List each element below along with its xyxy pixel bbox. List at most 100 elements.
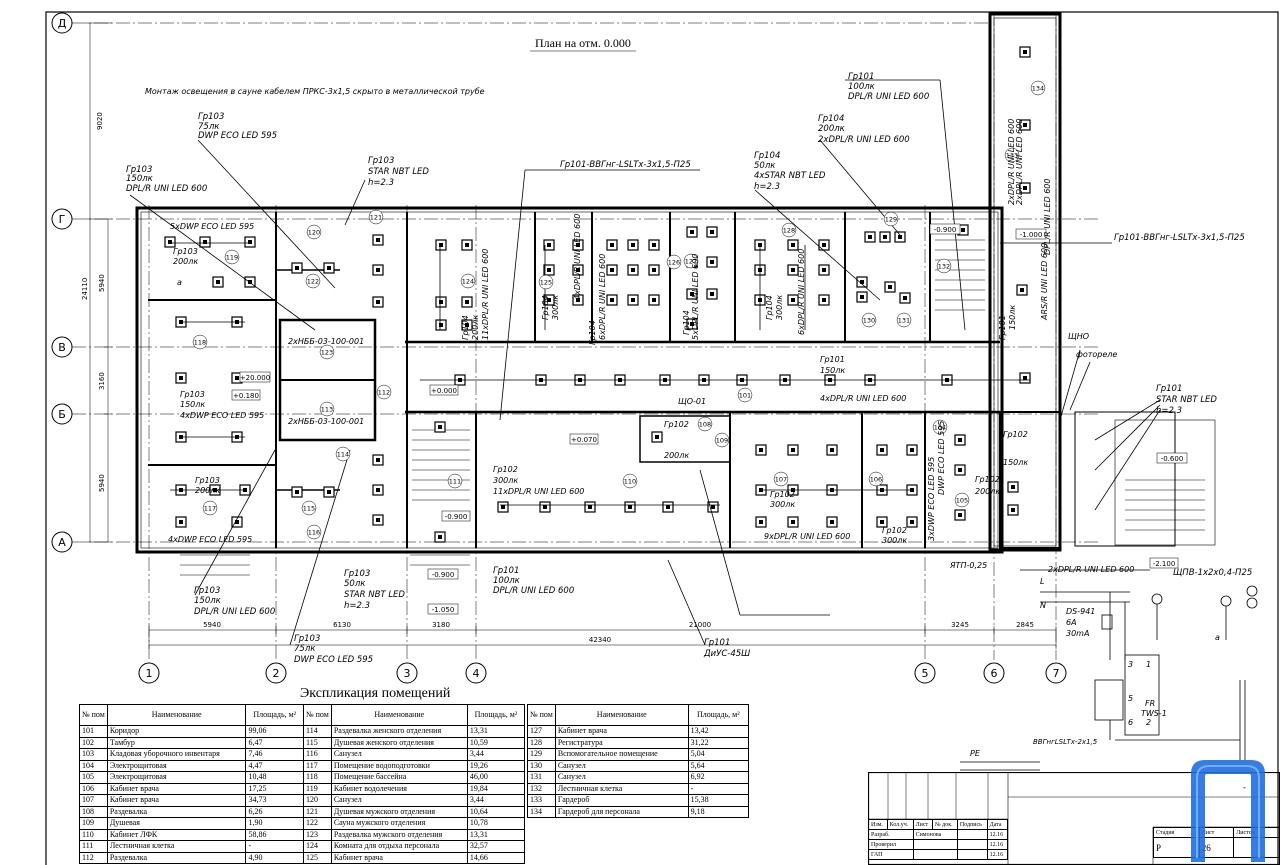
luminaire-core-icon [1011,508,1015,512]
room-name-cell: Комната для отдыха персонала [330,840,468,853]
callout-lux: 75лк [198,122,220,132]
room-area-cell: 10,59 [466,736,526,749]
room-annotation: 200лк [975,487,1000,496]
room-annotation: 6хDPL/R UNI LED 600 [797,249,806,335]
level-mark: -1.000 [1020,231,1043,239]
luminaire-core-icon [690,322,694,326]
luminaire-core-icon [910,520,914,524]
luminaire-core-icon [376,518,380,522]
callout-group: Гр103 [198,112,224,122]
level-mark: +0.070 [571,436,597,444]
room-area-cell: 15,38 [687,794,750,807]
room-name-cell: Помещение бассейна [330,771,468,784]
callout-lux: 100лк [848,82,876,92]
cable-label: Гр101-ВВГнг-LSLTx-3х1,5-П25 [1114,233,1245,243]
room-number-circle [447,473,463,489]
stamp-col: Дата [986,819,1009,830]
room-number: 126 [668,259,680,267]
room-number: 110 [624,478,636,486]
room-number: 120 [308,229,320,237]
room-number-cell: 114 [303,725,332,738]
room-name-cell: Кабинет врача [106,782,247,795]
room-number-circle [335,446,351,462]
room-number-cell: 125 [303,851,332,864]
callout-height: h=2.3 [344,601,370,611]
room-number: 131 [898,317,910,325]
room-area-cell: 6,92 [687,771,750,784]
room-area-cell: 19,84 [466,782,526,795]
room-number-cell: 108 [79,805,108,818]
luminaire-core-icon [710,292,714,296]
room-number-cell: 132 [527,782,556,795]
room-area-cell: 3,44 [466,794,526,807]
luminaire-core-icon [235,520,239,524]
room-number-circle [538,274,554,290]
luminaire-core-icon [179,376,183,380]
luminaire-core-icon [376,458,380,462]
cable-label: ЩПВ-1х2х0,4-П25 [1173,568,1252,578]
luminaire-core-icon [655,435,659,439]
room-number-cell: 110 [79,828,108,841]
luminaire-core-icon [376,238,380,242]
room-number-cell: 120 [303,794,332,807]
stamp-person [912,839,958,850]
room-annotation: 200лк [195,486,220,495]
dim-label: 5940 [98,274,106,292]
room-annotation: Гр104 [588,320,597,345]
room-number-circle [1030,80,1046,96]
callout-lux: 50лк [344,579,366,589]
luminaire-core-icon [791,243,795,247]
scheme-label: N [1040,601,1046,610]
luminaire-core-icon [958,513,962,517]
scheme-label: 6 [1128,718,1133,727]
col-header: Площадь, м² [687,704,750,726]
callout-group: Гр103 [368,156,394,166]
room-number-cell: 134 [527,805,556,818]
luminaire-core-icon [376,268,380,272]
luminaire-core-icon [576,268,580,272]
luminaire-core-icon [203,240,207,244]
room-number: 108 [699,421,711,429]
room-area-cell: 5,04 [687,748,750,761]
room-number: 101 [739,392,751,400]
luminaire-core-icon [759,448,763,452]
room-number: 132 [938,263,950,271]
room-number-circle [932,419,948,435]
level-mark: -0.900 [445,513,468,521]
scheme-label: 1 [1146,660,1151,669]
callout-lux: 150лк [194,596,222,606]
room-number-circle [224,249,240,265]
luminaire-core-icon [690,230,694,234]
luminaire-core-icon [822,298,826,302]
room-annotation: 150лк [180,400,205,409]
room-number-circle [697,416,713,432]
room-annotation: Гр103 [173,247,198,256]
room-annotation: Гр104 [682,310,691,335]
room-number: 109 [716,437,728,445]
room-area-cell: 14,66 [466,851,526,864]
room-number-cell: 116 [303,748,332,761]
room-number-cell: 107 [79,794,108,807]
room-area-cell: 10,78 [466,817,526,830]
room-name-cell: Кабинет врача [106,794,247,807]
installation-note: Монтаж освещения в сауне кабелем ПРКС-3х… [145,87,485,96]
cable-labels: Гр101-ВВГнг-LSLTx-3х1,5-П25 Гр101-ВВГнг-… [560,160,1252,746]
room-area-cell: 1,90 [245,817,304,830]
luminaire-core-icon [860,280,864,284]
luminaire-core-icon [903,296,907,300]
room-name-cell: Лестничная клетка [106,840,247,853]
room-number-cell: 128 [527,736,556,749]
room-number: 117 [204,505,216,513]
room-number-cell: 129 [527,748,556,761]
col-header: Наименование [106,704,247,726]
